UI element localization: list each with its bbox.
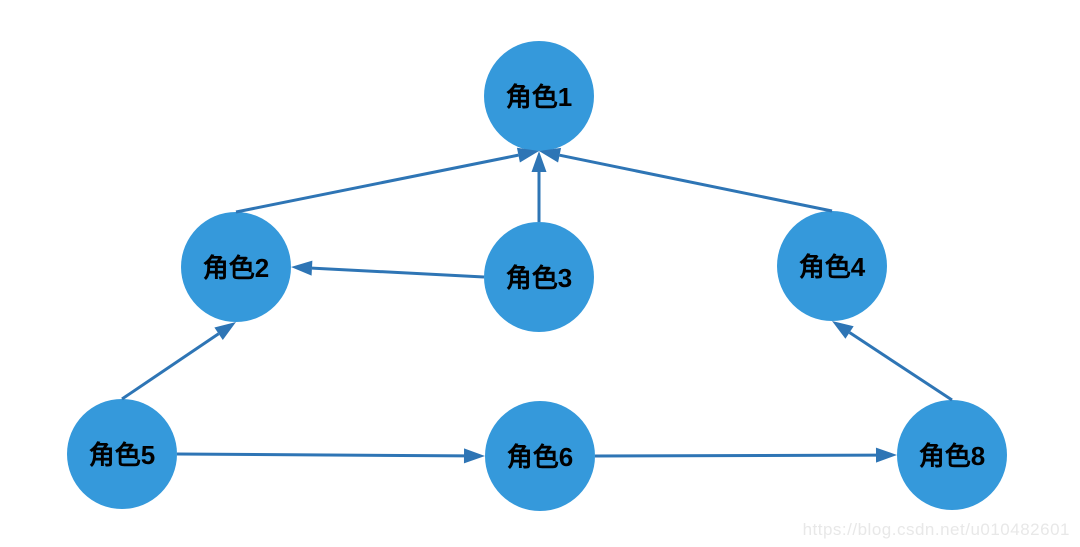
node-label-role6: 角色6	[507, 442, 573, 472]
edge-role5-role6	[176, 448, 485, 464]
edge-arrowhead-role3-role2	[291, 260, 313, 276]
node-label-role8: 角色8	[919, 441, 985, 471]
node-label-role5: 角色5	[89, 440, 155, 470]
node-circle-role1	[484, 41, 594, 151]
edge-role5-role2	[121, 322, 236, 401]
edge-role4-role1	[539, 147, 833, 213]
node-circle-role6	[485, 401, 595, 511]
node-circle-role3	[484, 222, 594, 332]
node-label-role4: 角色4	[799, 252, 866, 282]
watermark: https://blog.csdn.net/u010482601	[802, 520, 1070, 539]
node-role6: 角色6	[485, 401, 595, 511]
node-label-role3: 角色3	[506, 263, 572, 293]
edge-role8-role4	[832, 321, 953, 402]
node-circle-role8	[897, 400, 1007, 510]
node-role4: 角色4	[777, 211, 887, 321]
node-role1: 角色1	[484, 41, 594, 151]
edge-role3-role1	[531, 151, 547, 222]
edge-role3-role2	[291, 260, 485, 279]
node-label-role2: 角色2	[203, 253, 269, 283]
edge-role6-role8	[594, 447, 897, 463]
node-circle-role5	[67, 399, 177, 509]
node-circle-role2	[181, 212, 291, 322]
edge-arrowhead-role6-role8	[875, 447, 897, 463]
node-role5: 角色5	[67, 399, 177, 509]
node-label-role1: 角色1	[506, 82, 572, 112]
edge-arrowhead-role2-role1	[516, 147, 539, 163]
edge-line-role2-role1	[235, 153, 519, 214]
edge-arrowhead-role5-role2	[214, 322, 236, 340]
edge-line-role8-role4	[848, 331, 953, 402]
edge-arrowhead-role3-role1	[531, 151, 547, 172]
node-role2: 角色2	[181, 212, 291, 322]
edge-arrowhead-role5-role6	[463, 448, 485, 464]
edge-line-role3-role2	[311, 266, 485, 279]
edge-line-role4-role1	[559, 153, 833, 213]
edge-arrowhead-role4-role1	[539, 147, 562, 163]
edge-role2-role1	[235, 147, 539, 214]
node-circle-role4	[777, 211, 887, 321]
edge-line-role6-role8	[594, 453, 877, 458]
edge-line-role5-role6	[176, 452, 465, 458]
edge-arrowhead-role8-role4	[832, 321, 854, 339]
node-role8: 角色8	[897, 400, 1007, 510]
edge-line-role5-role2	[121, 332, 220, 401]
node-role3: 角色3	[484, 222, 594, 332]
